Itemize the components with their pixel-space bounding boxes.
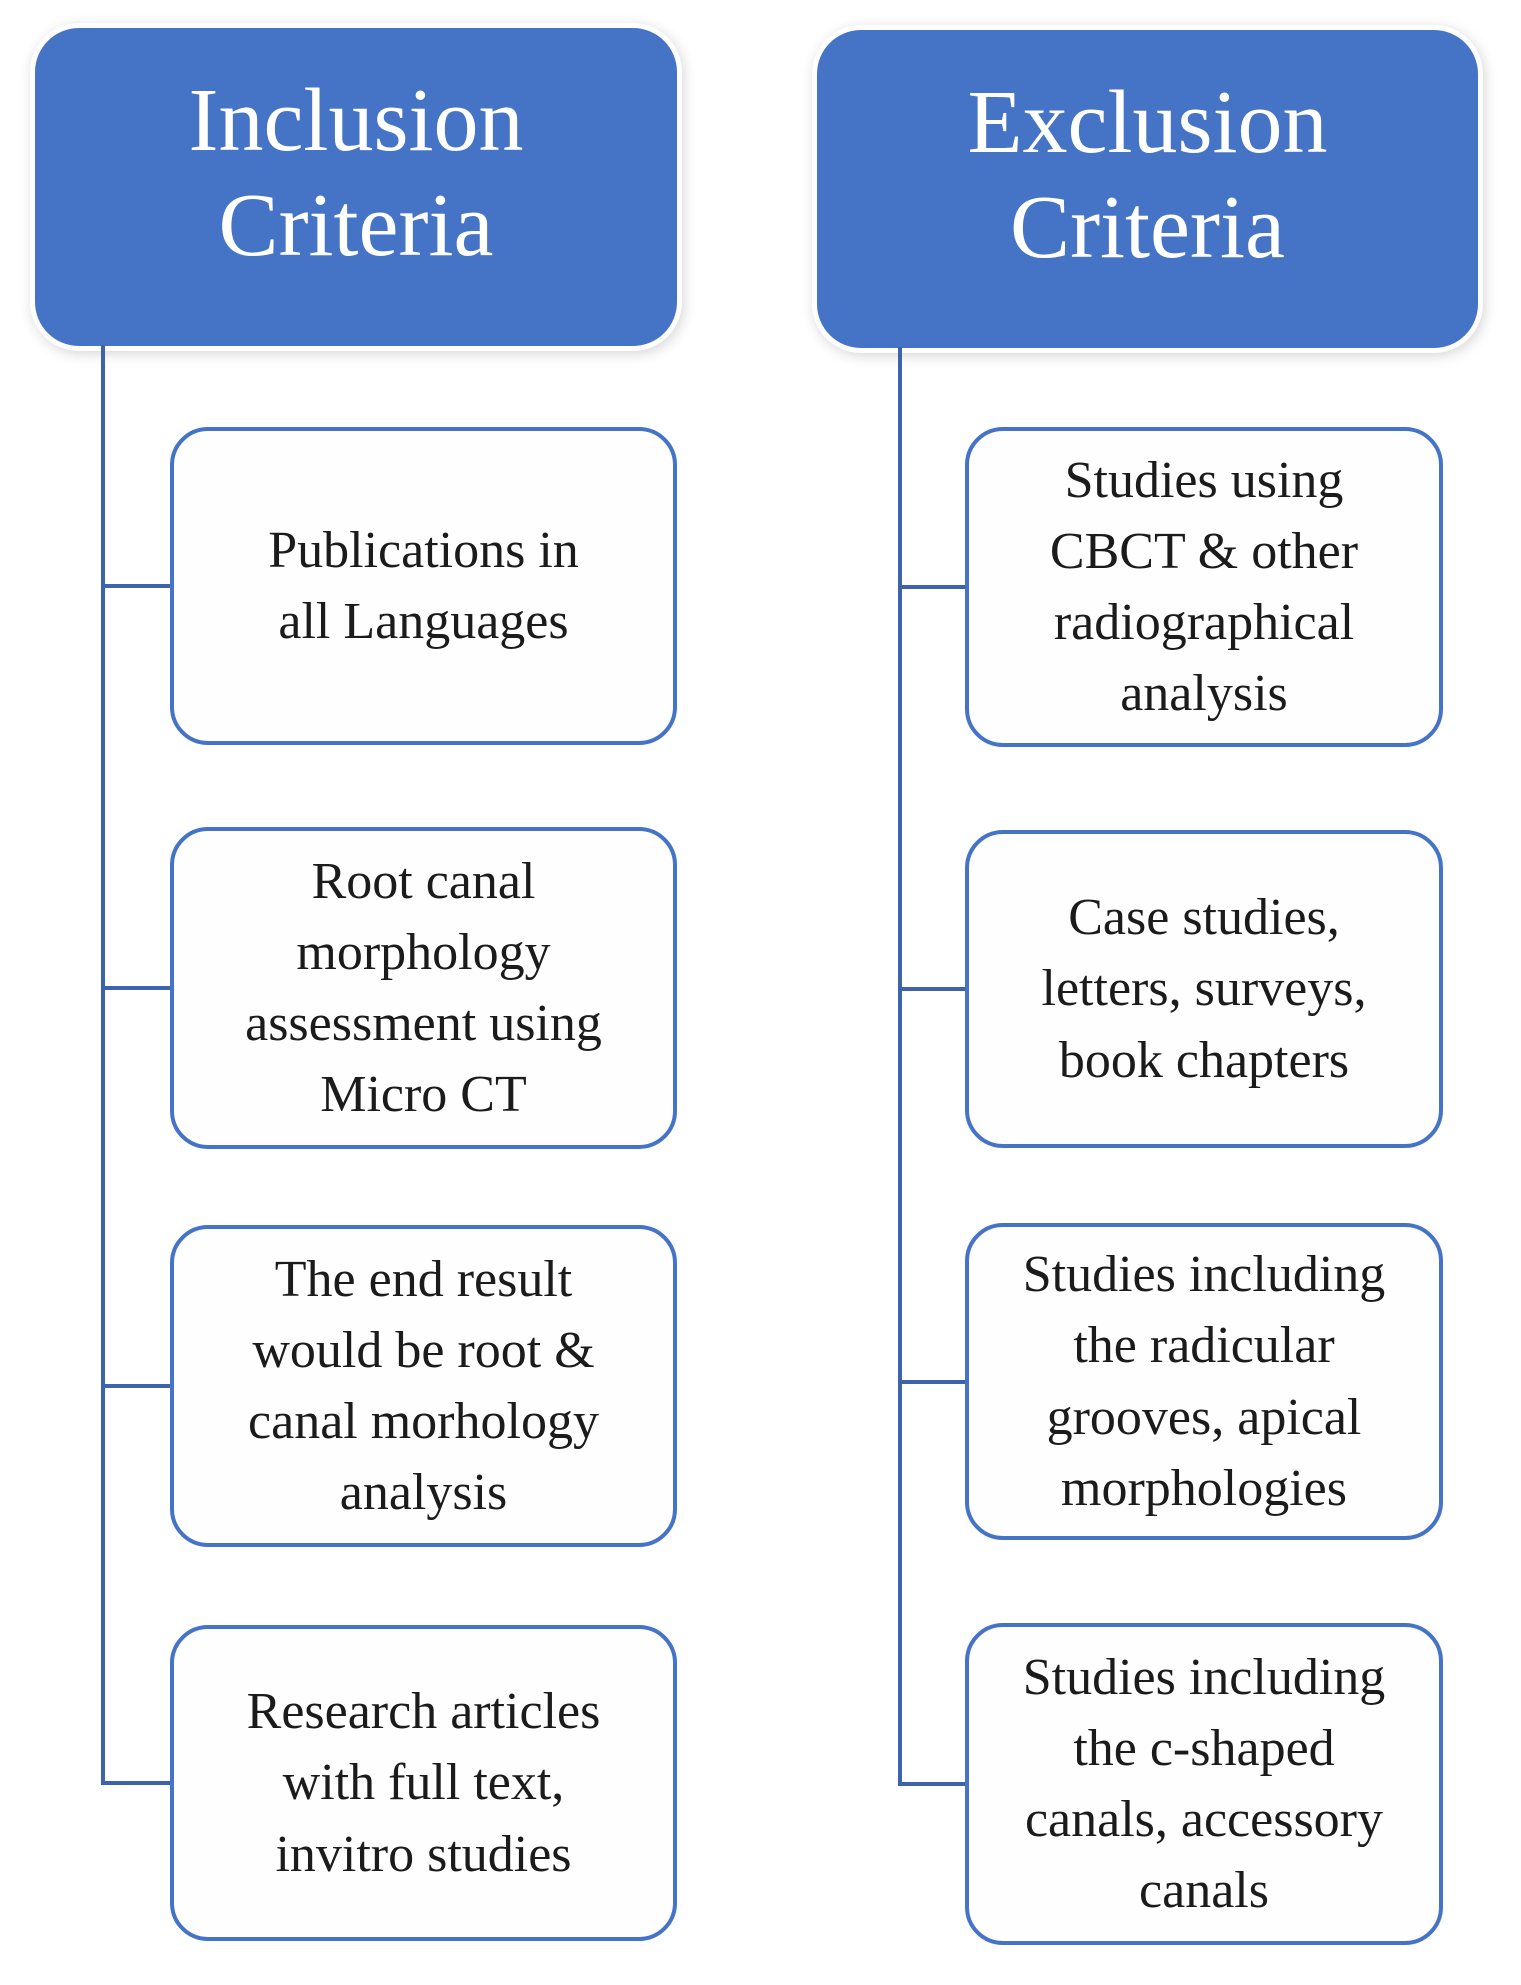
inclusion-connector-branch-4 (101, 1781, 174, 1785)
exclusion-connector-branch-3 (898, 1380, 969, 1384)
exclusion-connector-branch-4 (898, 1782, 969, 1786)
inclusion-item-box-3: The end result would be root & canal mor… (170, 1225, 677, 1547)
inclusion-item-box-1: Publications in all Languages (170, 427, 677, 745)
exclusion-connector-branch-2 (898, 987, 969, 991)
exclusion-item-box-4: Studies including the c-shaped canals, a… (965, 1623, 1443, 1945)
exclusion-connector-branch-1 (898, 585, 969, 589)
inclusion-item-box-2: Root canal morphology assessment using M… (170, 827, 677, 1149)
exclusion-connector-trunk (898, 347, 902, 1786)
inclusion-header-box: Inclusion Criteria (35, 28, 677, 346)
exclusion-item-box-2: Case studies, letters, surveys, book cha… (965, 830, 1443, 1148)
exclusion-item-box-1: Studies using CBCT & other radiographica… (965, 427, 1443, 747)
exclusion-header-box: Exclusion Criteria (817, 30, 1478, 348)
inclusion-item-box-4: Research articles with full text, invitr… (170, 1625, 677, 1941)
inclusion-connector-branch-3 (101, 1384, 174, 1388)
inclusion-connector-branch-1 (101, 584, 174, 588)
inclusion-connector-trunk (101, 345, 105, 1785)
inclusion-connector-branch-2 (101, 986, 174, 990)
exclusion-item-box-3: Studies including the radicular grooves,… (965, 1223, 1443, 1540)
